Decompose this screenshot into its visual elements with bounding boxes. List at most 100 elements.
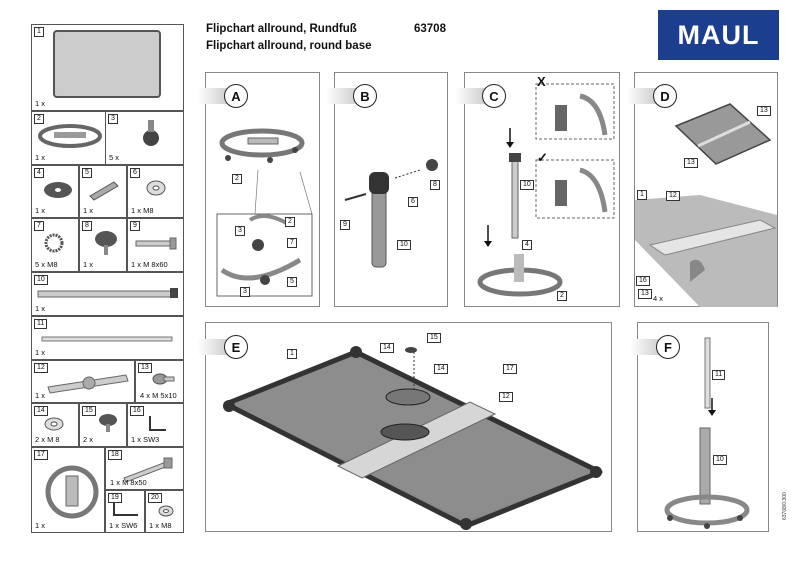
- part-number: 9: [130, 221, 140, 231]
- title-german: Flipchart allround, Rundfuß: [206, 23, 357, 35]
- callout-a-2: 2: [232, 174, 242, 184]
- part-quantity: 2 x M 8: [35, 435, 60, 444]
- part-quantity: 1 x M 8x60: [131, 260, 168, 269]
- part-number: 3: [108, 114, 118, 124]
- callout-a-7: 7: [287, 238, 297, 248]
- part-quantity: 5 x: [109, 153, 120, 162]
- step-tab-c: [455, 88, 485, 104]
- callout-a-2b: 2: [285, 217, 295, 227]
- callout-e-12: 12: [499, 392, 513, 402]
- part-quantity: 2 x: [83, 435, 94, 444]
- callout-b-10: 10: [397, 240, 411, 250]
- part-cell-14: 14 2 x M 8: [31, 403, 79, 447]
- nut-icon: [158, 505, 174, 517]
- crossbar-icon: [47, 374, 129, 394]
- right-mark: ✓: [537, 150, 548, 165]
- part-number: 7: [34, 221, 44, 231]
- part-cell-12: 12 1 x: [31, 360, 135, 403]
- screw-icon: [152, 373, 175, 385]
- part-number: 10: [34, 275, 48, 285]
- part-cell-5: 5 1 x: [79, 165, 127, 218]
- callout-d-13b: 13: [684, 158, 698, 168]
- part-cell-16: 16 1 x SW3: [127, 403, 184, 447]
- callout-c-4: 4: [522, 240, 532, 250]
- hex-key-icon: [149, 416, 166, 431]
- washer-icon: [44, 182, 72, 198]
- callout-d-4x: 4 x: [653, 294, 664, 303]
- part-quantity: 1 x M 8x50: [110, 478, 147, 487]
- caster-icon: [143, 120, 159, 146]
- step-tab-a: [197, 88, 227, 104]
- callout-d-13a: 13: [757, 106, 771, 116]
- part-number: 11: [34, 319, 48, 329]
- part-number: 6: [130, 168, 140, 178]
- knob-icon: [99, 414, 117, 432]
- step-letter-d: D: [653, 84, 677, 108]
- callout-b-8: 8: [430, 180, 440, 190]
- part-quantity: 1 x: [83, 260, 94, 269]
- part-number: 18: [108, 450, 122, 460]
- part-cell-7: 7 5 x M8: [31, 218, 79, 272]
- washer-icon: [44, 417, 64, 431]
- round-base-icon: [38, 124, 102, 148]
- part-number: 5: [82, 168, 92, 178]
- base-plate-icon: [45, 465, 99, 519]
- whiteboard-icon: [53, 30, 161, 98]
- part-cell-3: 3 5 x: [105, 111, 184, 165]
- callout-e-17: 17: [503, 364, 517, 374]
- callout-d-16: 16: [636, 276, 650, 286]
- part-quantity: 1 x: [35, 521, 46, 530]
- callout-a-5: 5: [287, 277, 297, 287]
- part-number: 1: [34, 27, 44, 37]
- part-quantity: 1 x: [35, 391, 46, 400]
- title-english: Flipchart allround, round base: [206, 40, 372, 52]
- article-number: 63708: [414, 23, 446, 35]
- part-quantity: 1 x: [35, 153, 46, 162]
- part-cell-1: 1 1 x: [31, 24, 184, 111]
- part-cell-4: 4 1 x: [31, 165, 79, 218]
- part-number: 4: [34, 168, 44, 178]
- callout-a-3b: 3: [240, 287, 250, 297]
- part-number: 14: [34, 406, 48, 416]
- part-quantity: 1 x: [35, 206, 46, 215]
- part-quantity: 1 x M8: [149, 521, 172, 530]
- part-quantity: 4 x M 5x10: [140, 391, 177, 400]
- part-number: 8: [82, 221, 92, 231]
- part-cell-19: 19 1 x SW6: [105, 490, 145, 533]
- step-tab-d: [626, 88, 656, 104]
- part-cell-17: 17 1 x: [31, 447, 105, 533]
- part-quantity: 1 x SW3: [131, 435, 160, 444]
- part-quantity: 5 x M8: [35, 260, 58, 269]
- star-knob-icon: [95, 231, 117, 255]
- callout-f-11: 11: [712, 370, 726, 380]
- callout-e-15: 15: [427, 333, 441, 343]
- part-cell-2: 2 1 x: [31, 111, 106, 165]
- lock-washer-icon: [44, 233, 64, 253]
- part-number: 13: [138, 363, 152, 373]
- part-quantity: 1 x: [35, 348, 46, 357]
- clip-icon: [89, 181, 119, 201]
- part-quantity: 1 x SW6: [109, 521, 138, 530]
- part-number: 19: [108, 493, 122, 503]
- step-letter-a: A: [224, 84, 248, 108]
- callout-f-10: 10: [713, 455, 727, 465]
- callout-b-9: 9: [340, 220, 350, 230]
- callout-e-1: 1: [287, 349, 297, 359]
- part-cell-6: 6 1 x M8: [127, 165, 184, 218]
- part-number: 20: [148, 493, 162, 503]
- callout-d-13c: 13: [638, 289, 652, 299]
- bolt-icon: [135, 237, 177, 250]
- callout-e-14a: 14: [380, 343, 394, 353]
- step-panel-b: [334, 72, 448, 307]
- callout-a-3: 3: [235, 226, 245, 236]
- callout-c-2: 2: [557, 291, 567, 301]
- callout-d-1: 1: [637, 190, 647, 200]
- nut-icon: [146, 180, 166, 196]
- part-quantity: 1 x M8: [131, 206, 154, 215]
- part-number: 2: [34, 114, 44, 124]
